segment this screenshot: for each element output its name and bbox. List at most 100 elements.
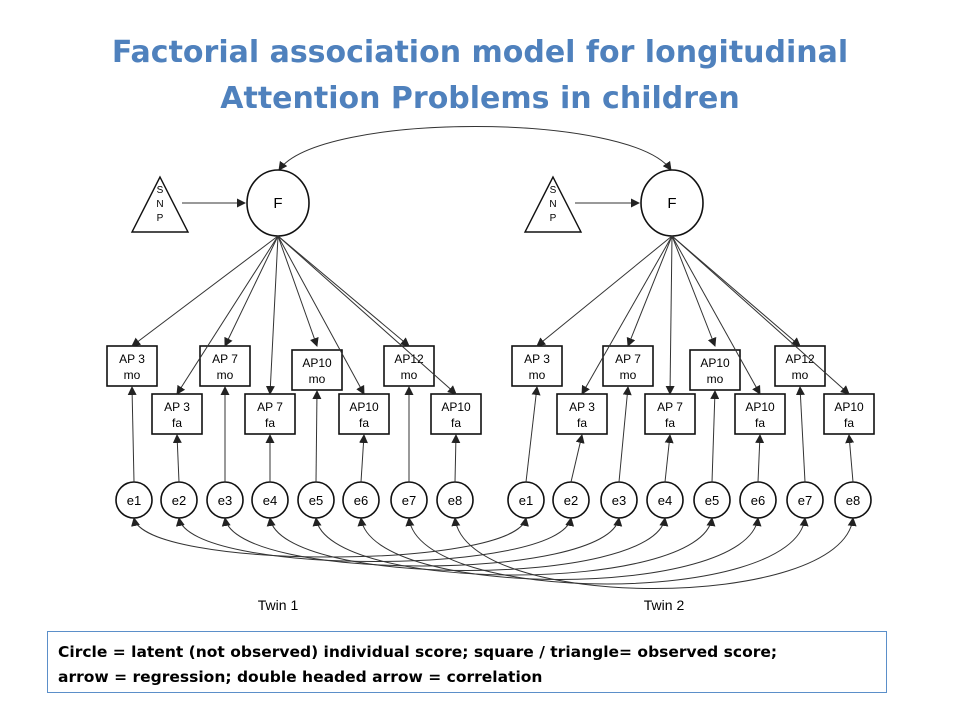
factor-loading-arrow: [277, 235, 457, 395]
error-to-indicator-arrow: [451, 434, 461, 483]
indicator-mo-box: [291, 349, 343, 391]
caption-line-2: arrow = regression; double headed arrow …: [58, 668, 543, 686]
error-correlation-arc: [131, 517, 529, 558]
title-line-1: Factorial association model for longitud…: [111, 35, 849, 70]
indicator-fa-box: [151, 393, 203, 435]
factor-label: F: [667, 195, 676, 212]
factor-loading-arrow: [671, 235, 717, 347]
error-correlation-arc: [266, 517, 669, 571]
indicator-fa-box-label: AP 3: [164, 400, 190, 414]
indicator-fa-box-label: AP10: [834, 400, 864, 414]
snp-letter: P: [157, 213, 164, 224]
error-label: e8: [846, 493, 860, 508]
snp-letter: P: [550, 213, 557, 224]
indicator-fa-box-label: AP 7: [257, 400, 283, 414]
indicator-fa-box: [556, 393, 608, 435]
factor-loading-arrow: [665, 235, 675, 395]
error-to-indicator-arrow: [795, 386, 806, 483]
indicator-mo-box-rater: mo: [529, 368, 546, 382]
legend-caption: Circle = latent (not observed) individua…: [47, 631, 887, 693]
indicator-mo-box-label: AP12: [785, 352, 815, 366]
indicator-mo-box-label: AP 3: [119, 352, 145, 366]
indicator-mo-box-label: AP 7: [615, 352, 641, 366]
factor-loading-arrow: [176, 235, 279, 395]
error-to-indicator-arrow: [664, 434, 674, 483]
error-label: e1: [127, 493, 141, 508]
factor-loading-arrow: [581, 235, 673, 395]
factor-loading-arrow: [277, 235, 410, 347]
indicator-mo-box-rater: mo: [217, 368, 234, 382]
error-to-indicator-arrow: [755, 434, 765, 483]
indicator-mo-box-rater: mo: [401, 368, 418, 382]
factor-loading-arrow: [626, 235, 673, 347]
indicator-fa-box-rater: fa: [577, 416, 587, 430]
error-correlation-arc: [221, 517, 623, 567]
error-to-indicator-arrow: [127, 386, 137, 483]
error-label: e1: [519, 493, 533, 508]
factor-loading-arrow: [536, 235, 673, 347]
error-correlation-arc: [312, 517, 716, 576]
indicator-fa-box-label: AP10: [745, 400, 775, 414]
error-to-indicator-arrow: [570, 434, 585, 483]
factor-loading-arrow: [224, 235, 279, 347]
indicator-fa-box-label: AP10: [441, 400, 471, 414]
indicator-fa-box-rater: fa: [265, 416, 275, 430]
snp-letter: N: [156, 199, 163, 210]
indicator-mo-box-label: AP 3: [524, 352, 550, 366]
snp-triangle: [523, 175, 583, 233]
error-label: e2: [172, 493, 186, 508]
twin-label: Twin 2: [644, 597, 685, 613]
snp-letter: S: [157, 185, 164, 196]
error-label: e5: [309, 493, 323, 508]
factor-correlation-arrow: [278, 126, 672, 171]
factor-loading-arrow: [131, 235, 279, 347]
indicator-mo-box: [689, 349, 741, 391]
error-label: e7: [798, 493, 812, 508]
indicator-mo-box-rater: mo: [124, 368, 141, 382]
indicator-mo-box-label: AP12: [394, 352, 424, 366]
indicator-fa-box-label: AP 3: [569, 400, 595, 414]
factor-loading-arrow: [265, 235, 279, 395]
indicator-fa-box-rater: fa: [451, 416, 461, 430]
indicator-mo-box-label: AP10: [302, 356, 332, 370]
error-correlation-arc: [451, 517, 857, 589]
error-to-indicator-arrow: [618, 386, 632, 483]
factor-label: F: [273, 195, 282, 212]
error-to-indicator-arrow: [845, 434, 855, 483]
error-to-indicator-arrow: [358, 434, 368, 483]
error-to-indicator-arrow: [525, 386, 541, 483]
factor-loading-arrow: [277, 235, 319, 347]
indicator-mo-box-rater: mo: [309, 372, 326, 386]
indicator-fa-box-label: AP 7: [657, 400, 683, 414]
error-label: e2: [564, 493, 578, 508]
indicator-mo-box-rater: mo: [620, 368, 637, 382]
snp-triangle: [130, 175, 190, 233]
error-correlation-arc: [175, 517, 575, 562]
error-label: e5: [705, 493, 719, 508]
indicator-fa-box: [823, 393, 875, 435]
indicator-mo-box: [106, 345, 158, 387]
indicator-mo-box-rater: mo: [792, 368, 809, 382]
error-to-indicator-arrow: [312, 390, 322, 483]
error-to-indicator-arrow: [710, 390, 720, 483]
indicator-mo-box-label: AP10: [700, 356, 730, 370]
indicator-fa-box-rater: fa: [665, 416, 675, 430]
error-label: e6: [751, 493, 765, 508]
indicator-fa-box: [644, 393, 696, 435]
indicator-fa-box-label: AP10: [349, 400, 379, 414]
indicator-fa-box-rater: fa: [844, 416, 854, 430]
twin-label: Twin 1: [258, 597, 299, 613]
error-label: e4: [263, 493, 277, 508]
indicator-fa-box-rater: fa: [172, 416, 182, 430]
caption-line-1: Circle = latent (not observed) individua…: [58, 643, 778, 661]
indicator-fa-box-rater: fa: [359, 416, 369, 430]
factor-loading-arrow: [277, 235, 365, 395]
error-label: e8: [448, 493, 462, 508]
indicator-fa-box-rater: fa: [755, 416, 765, 430]
snp-letter: N: [549, 199, 556, 210]
factor-loading-arrow: [671, 235, 850, 395]
error-correlation-arc: [357, 517, 762, 580]
